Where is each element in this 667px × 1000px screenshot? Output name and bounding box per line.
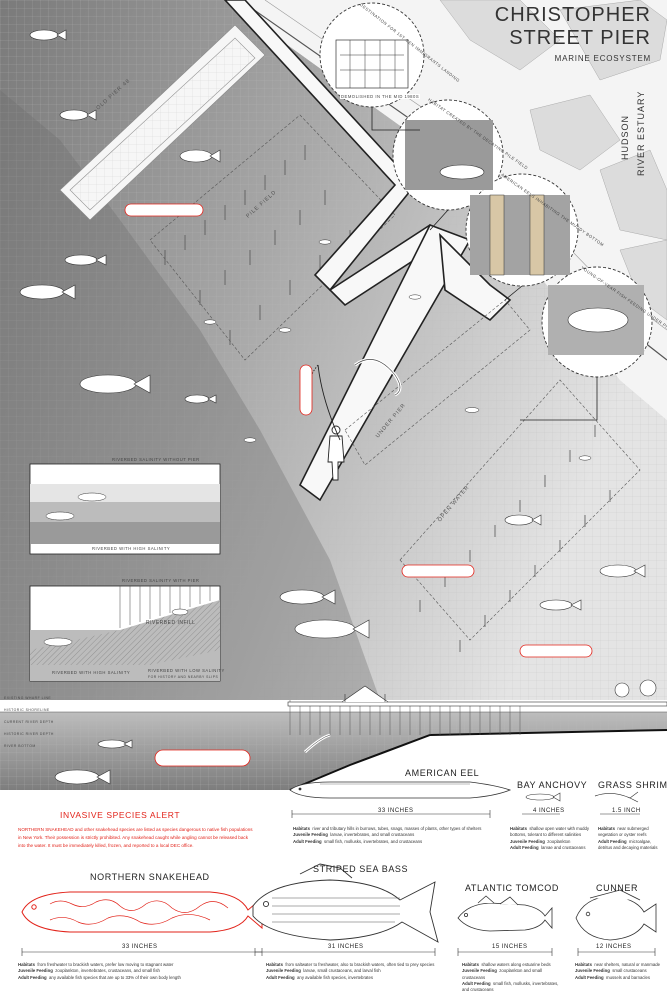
salinity-top-bottom-label: RIVERBED WITH HIGH SALINITY (92, 546, 171, 551)
section-label-2: HISTORIC SHORELINE (4, 708, 50, 712)
fisherman-figure (307, 364, 345, 481)
species-size-striped-sea-bass: 31 INCHES (328, 944, 364, 950)
species-size-bay-anchovy: 4 INCHES (533, 808, 565, 814)
species-name-bay-anchovy: BAY ANCHOVY (517, 780, 588, 790)
invasive-alert-body: NORTHERN SNAKEHEAD and other snakehead s… (18, 827, 253, 849)
salinity-bottom-left-label: RIVERBED WITH HIGH SALINITY (52, 670, 131, 675)
salinity-top-caption: RIVERBED SALINITY WITHOUT PIER (112, 457, 200, 462)
species-size-american-eel: 33 INCHES (378, 808, 414, 814)
species-facts-northern-snakehead: Habitats from freshwater to brackish wat… (18, 962, 181, 980)
striped-sea-bass-illustration (252, 863, 439, 943)
species-size-cunner: 12 INCHES (596, 944, 632, 950)
christopher-street-pier (223, 0, 512, 502)
species-name-striped-sea-bass: STRIPED SEA BASS (313, 864, 409, 874)
species-facts-cunner: Habitats near shelters, natural or manma… (575, 962, 661, 980)
site-map: OLD PIER 48 PILE FIELD UNDER PIER (0, 0, 667, 791)
species-facts-atlantic-tomcod: Habitats shallow waters along estuarine … (462, 962, 559, 993)
species-name-grass-shrimp: GRASS SHRIMP (598, 780, 667, 790)
section-label-1: EXISTING WHARF LINE (4, 696, 52, 700)
map-snakehead (124, 203, 593, 658)
section-label-4: HISTORIC RIVER DEPTH (4, 732, 54, 736)
section-snakehead (154, 749, 251, 767)
atlantic-tomcod-illustration (457, 895, 553, 932)
cunner-illustration (575, 889, 657, 941)
species-name-northern-snakehead: NORTHERN SNAKEHEAD (90, 872, 210, 882)
american-eel-illustration (289, 781, 512, 799)
poster-title-line2: STREET PIER (509, 27, 651, 49)
invasive-alert-title: INVASIVE SPECIES ALERT (60, 810, 181, 820)
species-illustrations (21, 781, 657, 956)
species-name-american-eel: AMERICAN EEL (405, 768, 480, 778)
salinity-bottom-caption: RIVERBED SALINITY WITH PIER (122, 578, 200, 583)
old-pier-48 (59, 24, 266, 221)
grass-shrimp-illustration (594, 791, 639, 803)
poster-title-line1: CHRISTOPHER (494, 4, 651, 26)
species-size-northern-snakehead: 33 INCHES (122, 944, 158, 950)
species-facts-grass-shrimp: Habitats near submerged vegetation or oy… (598, 826, 658, 850)
species-facts-american-eel: Habitats river and tributary hills in bu… (293, 826, 482, 844)
callout-caption-1-sub: DEMOLISHED IN THE MID 1980S (340, 94, 421, 99)
section-label-5: RIVER BOTTOM (4, 744, 36, 748)
species-facts-striped-sea-bass: Habitats from saltwater to freshwater, a… (266, 962, 435, 980)
bay-anchovy-illustration (525, 792, 561, 802)
section-label-3: CURRENT RIVER DEPTH (4, 720, 54, 724)
side-title-estuary: RIVER ESTUARY (636, 90, 646, 176)
species-name-atlantic-tomcod: ATLANTIC TOMCOD (465, 883, 560, 893)
species-size-grass-shrimp: 1.5 INCH (612, 808, 641, 814)
northern-snakehead-illustration (21, 891, 263, 933)
species-facts-bay-anchovy: Habitats shallow open water with muddy b… (510, 826, 590, 850)
side-title-hudson: HUDSON (620, 114, 630, 160)
salinity-bottom-right-sub: FOR HISTORY AND NEARBY SLIPS (148, 675, 219, 679)
salinity-bottom-right-label: RIVERBED WITH LOW SALINITY (148, 668, 225, 673)
species-name-cunner: CUNNER (596, 883, 639, 893)
species-size-atlantic-tomcod: 15 INCHES (492, 944, 528, 950)
poster-subtitle: MARINE ECOSYSTEM (554, 54, 651, 63)
salinity-infill-label: RIVERBED INFILL (146, 620, 196, 626)
map-fish (19, 29, 646, 639)
